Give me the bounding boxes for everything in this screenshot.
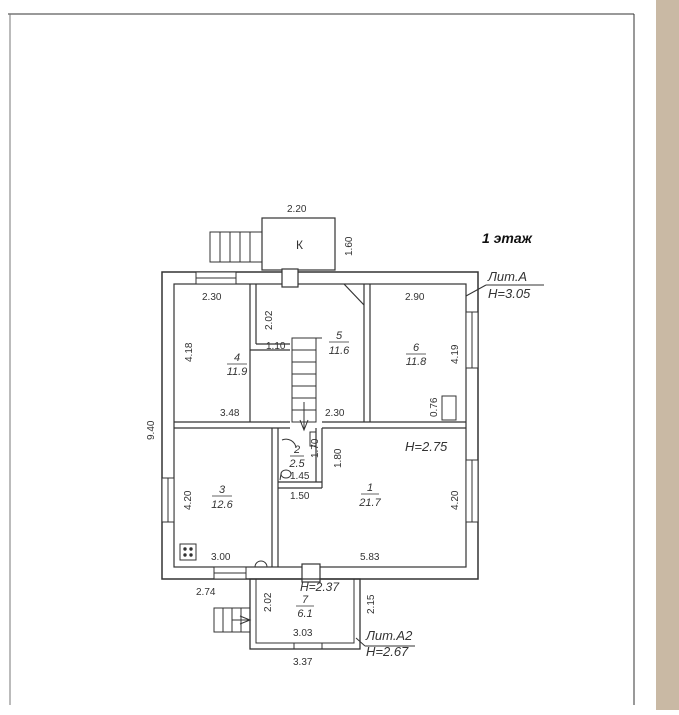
room-5-number: 5 xyxy=(336,330,343,342)
lit-a2-name: Лит.А2 xyxy=(365,628,413,643)
room-1-label: 1 21.7 xyxy=(358,482,381,509)
room-2-area: 2.5 xyxy=(288,458,305,470)
house-outer-wall xyxy=(161,271,479,580)
porch-steps xyxy=(209,231,263,263)
room-1-area: 21.7 xyxy=(358,497,381,509)
dim-r5-step: 1.10 xyxy=(266,341,286,352)
room-2-number: 2 xyxy=(293,444,300,456)
dim-r5-inner: 2.02 xyxy=(264,310,275,330)
room-2-label: 2 2.5 xyxy=(288,444,305,470)
dim-r3-height: 4.20 xyxy=(183,490,194,510)
dim-r1-width: 5.83 xyxy=(360,552,380,563)
extension-inner-wall xyxy=(255,578,355,644)
room-3-label: 3 12.6 xyxy=(211,484,233,511)
dim-r2-height: 1.70 xyxy=(310,438,321,458)
lit-a-height: H=3.05 xyxy=(488,286,531,301)
dim-r6-niche: 0.76 xyxy=(429,397,440,417)
page-edge xyxy=(656,0,679,710)
house-inner-wall xyxy=(173,283,467,568)
dim-r6-height: 4.19 xyxy=(450,344,461,364)
porch-label: К xyxy=(296,238,303,252)
interior-staircase xyxy=(291,337,322,432)
dim-r1-height: 4.20 xyxy=(450,490,461,510)
dim-r3-width: 3.00 xyxy=(211,552,231,563)
windows xyxy=(161,271,479,650)
room-7-label: 7 6.1 xyxy=(296,594,314,620)
fixtures xyxy=(179,395,457,568)
dim-r6-width: 2.90 xyxy=(405,292,425,303)
dim-r7-width: 3.03 xyxy=(293,628,313,639)
dim-r4-width: 2.30 xyxy=(202,292,222,303)
room-5-area: 11.6 xyxy=(329,345,350,357)
door-openings xyxy=(281,268,321,583)
dim-porch-width: 2.20 xyxy=(287,204,307,215)
room7-height: H=2.37 xyxy=(300,580,340,594)
dim-ext-width: 3.37 xyxy=(293,657,313,668)
room-6-number: 6 xyxy=(413,342,420,354)
lit-leaders xyxy=(355,284,544,647)
dimension-labels: 2.20 1.60 2.30 2.02 1.10 2.90 4.18 4.19 … xyxy=(146,204,461,668)
interior-partitions xyxy=(174,283,466,567)
dim-r2-width: 1.45 xyxy=(290,471,310,482)
dim-r4-bottom: 3.48 xyxy=(220,408,240,419)
room-3-area: 12.6 xyxy=(211,499,233,511)
room-6-area: 11.8 xyxy=(406,356,427,368)
dim-r7-height: 2.02 xyxy=(263,592,274,612)
dim-r4-height: 4.18 xyxy=(184,342,195,362)
room-7-area: 6.1 xyxy=(297,608,312,620)
room-6-label: 6 11.8 xyxy=(406,342,427,368)
room-4-number: 4 xyxy=(234,352,240,364)
extension-steps xyxy=(213,607,252,633)
room-3-number: 3 xyxy=(219,484,226,496)
lit-a-name: Лит.А xyxy=(487,269,527,284)
dim-total-height: 9.40 xyxy=(146,420,157,440)
dim-stair-bottom: 2.30 xyxy=(325,408,345,419)
room-1-number: 1 xyxy=(367,482,373,494)
lit-a2-height: H=2.67 xyxy=(366,644,409,659)
floor-title: 1 этаж xyxy=(482,230,533,246)
dim-r7-outer-height: 2.15 xyxy=(366,594,377,614)
room-5-label: 5 11.6 xyxy=(329,330,350,357)
room1-height: H=2.75 xyxy=(405,439,448,454)
room-7-number: 7 xyxy=(302,594,309,606)
dim-r1-inner: 1.50 xyxy=(290,491,310,502)
dim-r1-partition: 1.80 xyxy=(333,448,344,468)
dim-ext-offset: 2.74 xyxy=(196,587,216,598)
room-4-area: 11.9 xyxy=(227,366,248,378)
dim-porch-depth: 1.60 xyxy=(344,236,355,256)
room-4-label: 4 11.9 xyxy=(227,352,248,378)
